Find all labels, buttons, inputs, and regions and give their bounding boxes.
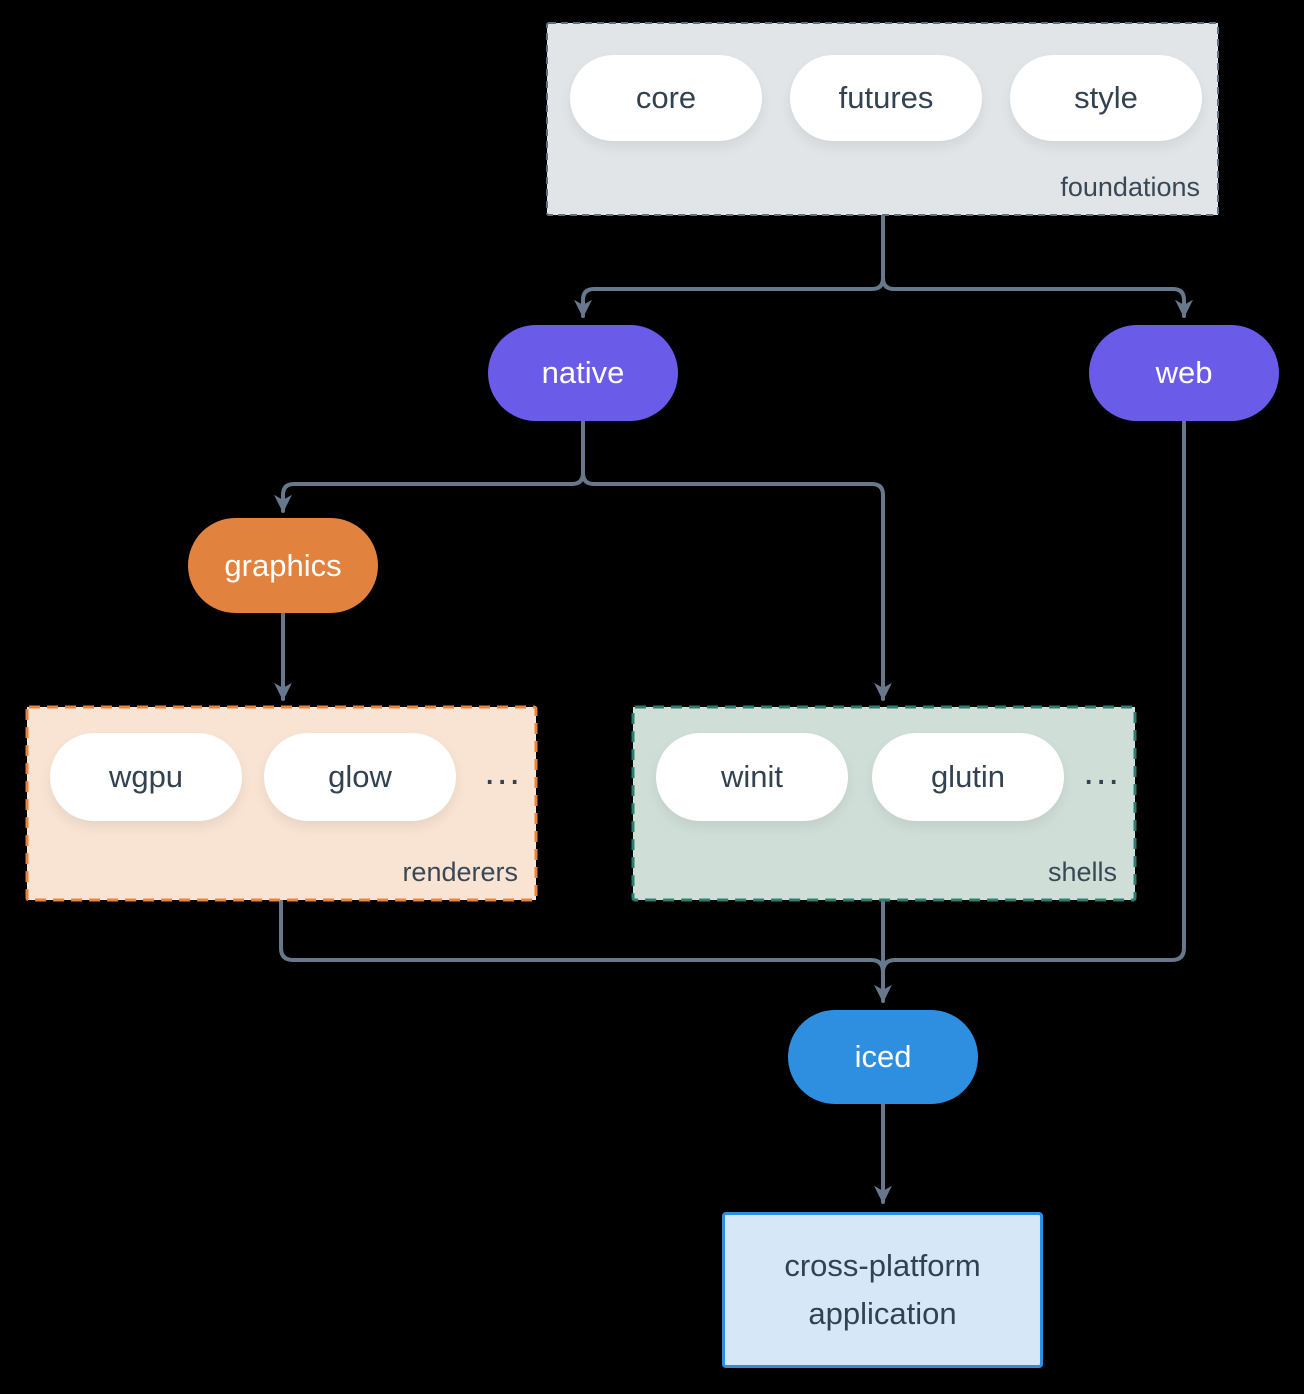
group-shells: winit glutin ... shells [631, 705, 1137, 902]
edge-foundations-native [574, 214, 885, 318]
group-renderers: wgpu glow ... renderers [25, 705, 538, 902]
node-cross-platform-application: cross-platform application [722, 1212, 1043, 1368]
edge-native-graphics [274, 420, 585, 513]
renderers-label: renderers [402, 857, 518, 887]
shells-label: shells [1047, 857, 1117, 887]
edge-native-shells [581, 420, 892, 701]
node-glow: glow [264, 733, 456, 821]
renderers-ellipsis: ... [484, 751, 522, 793]
node-style: style [1010, 55, 1202, 141]
foundations-label: foundations [1060, 172, 1200, 202]
node-winit: winit [656, 733, 848, 821]
edge-renderers-iced [279, 899, 885, 974]
node-graphics: graphics [188, 518, 378, 613]
node-wgpu: wgpu [50, 733, 242, 821]
node-futures: futures [790, 55, 982, 141]
edge-foundations-web [881, 214, 1193, 318]
node-iced: iced [788, 1010, 978, 1104]
node-web: web [1089, 325, 1279, 421]
group-foundations: core futures style foundations [546, 22, 1219, 216]
node-native: native [488, 325, 678, 421]
shells-ellipsis: ... [1083, 751, 1121, 793]
node-core: core [570, 55, 762, 141]
node-glutin: glutin [872, 733, 1064, 821]
